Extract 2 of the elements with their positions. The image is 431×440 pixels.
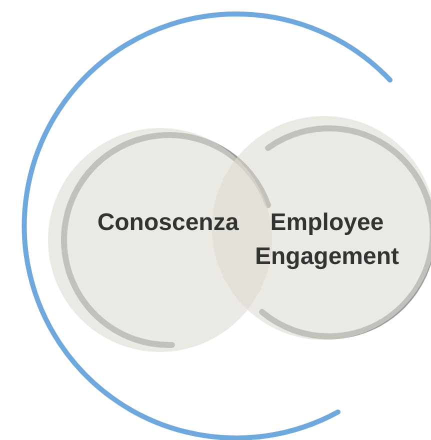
circle-label: Employee Engagement — [254, 208, 400, 272]
circle-label: Conoscenza — [96, 208, 240, 238]
